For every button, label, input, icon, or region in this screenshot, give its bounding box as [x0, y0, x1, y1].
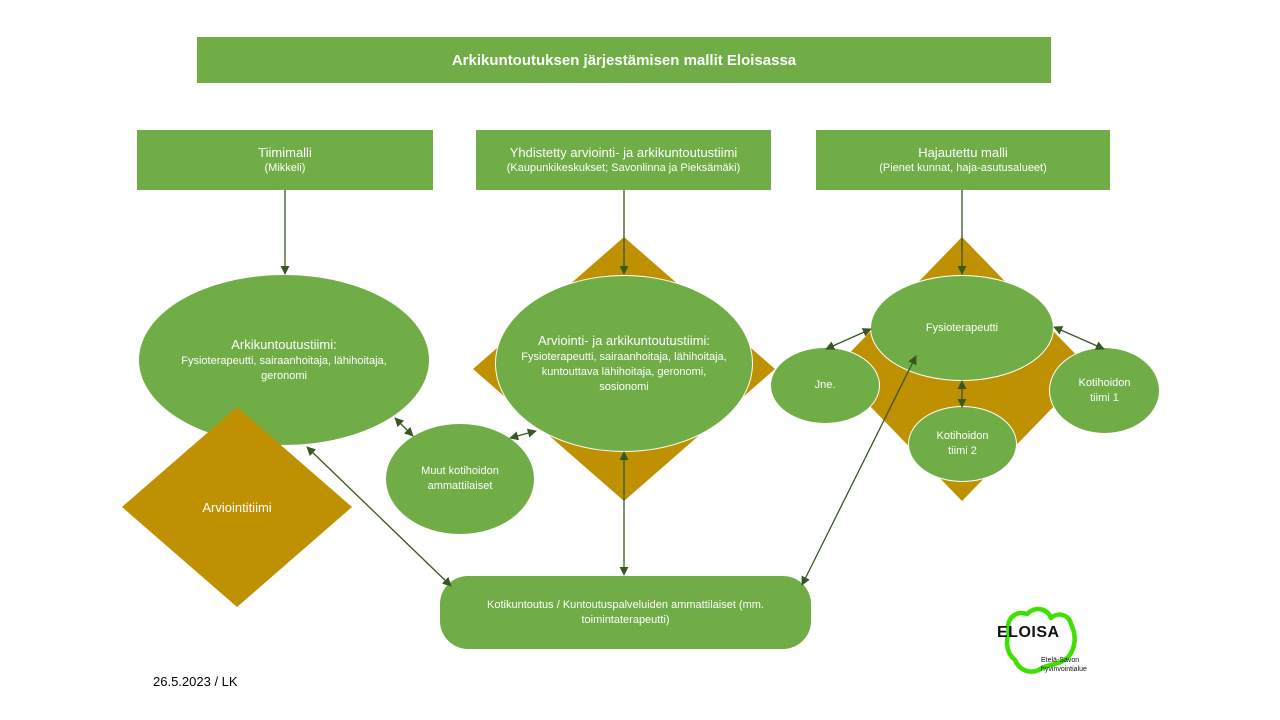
model-detail: (Kaupunkikeskukset; Savonlinna ja Pieksä…: [506, 162, 741, 174]
team-name: Arkikuntoutustiimi:: [231, 337, 337, 352]
assessment-team-text: Arviointitiimi: [202, 499, 272, 515]
ellipse-everyday-rehab-team: Arkikuntoutustiimi: Fysioterapeutti, sai…: [139, 275, 429, 445]
model-detail: (Pienet kunnat, haja-asutusalueet): [879, 162, 1047, 174]
model-header-distributed: Hajautettu malli (Pienet kunnat, haja-as…: [816, 130, 1110, 190]
model-name: Tiimimalli: [258, 145, 312, 160]
ellipse-home-care-team-1: Kotihoidon tiimi 1: [1049, 347, 1160, 434]
page-title: Arkikuntoutuksen järjestämisen mallit El…: [197, 37, 1051, 83]
home-care-team-2-text: Kotihoidon tiimi 2: [936, 430, 989, 457]
arrow-team1-rehab: [306, 446, 452, 587]
arrow-physio-etc: [825, 328, 872, 350]
team-members: Fysioterapeutti, sairaanhoitaja, lähihoi…: [181, 355, 387, 382]
team-name: Arviointi- ja arkikuntoutustiimi:: [538, 333, 710, 348]
model-header-combined: Yhdistetty arviointi- ja arkikuntoutusti…: [476, 130, 771, 190]
assessment-team-label: Arviointitiimi: [160, 495, 314, 519]
ellipse-combined-team: Arviointi- ja arkikuntoutustiimi: Fysiot…: [495, 275, 753, 452]
logo-outline-icon: [1004, 606, 1077, 674]
arrow-physio-team1: [1053, 326, 1105, 350]
model-name: Yhdistetty arviointi- ja arkikuntoutusti…: [509, 145, 738, 160]
arrow-physio-rehab: [801, 355, 917, 586]
arrow-other-team2: [509, 428, 537, 441]
model-header-team: Tiimimalli (Mikkeli): [137, 130, 433, 190]
eloisa-logo: ELOISA Etelä-Savon hyvinvointialue: [995, 604, 1105, 682]
logo-subtitle: Etelä-Savon hyvinvointialue: [1041, 656, 1087, 674]
logo-word: ELOISA: [997, 624, 1060, 641]
team-members: Fysioterapeutti, sairaanhoitaja, lähihoi…: [521, 351, 727, 393]
model-name: Hajautettu malli: [918, 145, 1008, 160]
arrow-team1-other: [394, 417, 414, 437]
diamond-assessment-shape: [122, 407, 352, 607]
ellipse-home-care-team-2: Kotihoidon tiimi 2: [908, 406, 1017, 482]
logo-subtitle-line2: hyvinvointialue: [1041, 666, 1087, 673]
model-detail: (Mikkeli): [264, 162, 306, 174]
footer-date: 26.5.2023 / LK: [153, 674, 238, 689]
rehab-professionals-box: Kotikuntoutus / Kuntoutuspalveluiden amm…: [440, 576, 811, 649]
home-care-team-1-text: Kotihoidon tiimi 1: [1078, 376, 1131, 404]
physiotherapist-text: Fysioterapeutti: [925, 321, 999, 334]
logo-subtitle-line1: Etelä-Savon: [1041, 657, 1080, 664]
